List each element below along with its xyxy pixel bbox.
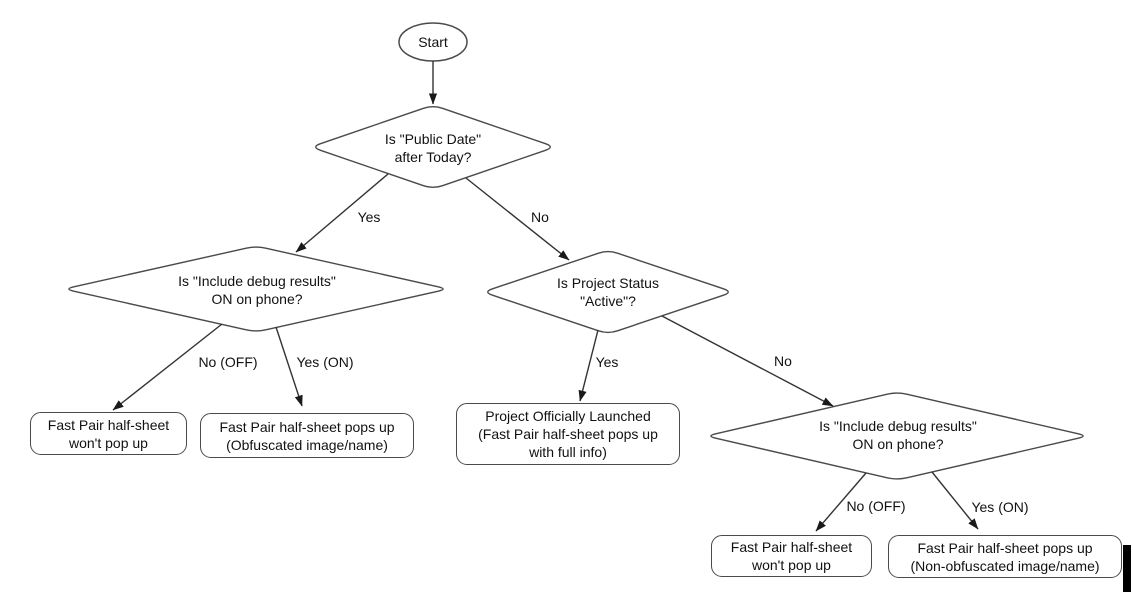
decision-debug-right-label: Is "Include debug results" ON on phone?	[819, 418, 977, 452]
decision-public-date-label: Is "Public Date" after Today?	[384, 131, 482, 165]
outcome-obfuscated: Fast Pair half-sheet pops up (Obfuscated…	[200, 413, 414, 458]
edge-label-no-1: No	[531, 209, 549, 225]
edge-label-yes-on-2: Yes (ON)	[971, 499, 1029, 515]
decision-project-status-label: Is Project Status "Active"?	[557, 275, 659, 309]
outcome-obfuscated-label: Fast Pair half-sheet pops up (Obfuscated…	[219, 418, 395, 453]
outcome-non-obfuscated-label: Fast Pair half-sheet pops up (Non-obfusc…	[910, 539, 1100, 574]
edge-project-status-yes	[578, 329, 599, 402]
edge-public-date-yes	[295, 173, 389, 253]
edge-debug-left-no-off	[112, 323, 223, 411]
decision-project-status-shape	[487, 250, 729, 334]
outcome-launched-label: Project Officially Launched (Fast Pair h…	[478, 408, 658, 460]
outcome-no-popup-left-label: Fast Pair half-sheet won't pop up	[47, 416, 170, 451]
decision-debug-left-label: Is "Include debug results" ON on phone?	[178, 273, 336, 307]
edge-label-yes-on-1: Yes (ON)	[296, 354, 354, 370]
start-node-label: Start	[418, 34, 448, 50]
edge-project-status-no	[661, 315, 834, 407]
outcome-non-obfuscated: Fast Pair half-sheet pops up (Non-obfusc…	[888, 535, 1122, 578]
edge-debug-left-yes-on	[275, 326, 303, 407]
edge-debug-right-yes-on	[931, 471, 979, 530]
outcome-launched: Project Officially Launched (Fast Pair h…	[456, 403, 680, 465]
edge-label-no-off-2: No (OFF)	[846, 498, 906, 514]
edge-label-no-off-1: No (OFF)	[198, 354, 258, 370]
edge-debug-right-no-off	[815, 472, 867, 532]
edge-label-yes-1: Yes	[357, 209, 381, 225]
decision-debug-left-shape	[68, 246, 444, 332]
decision-public-date-shape	[315, 105, 551, 189]
decision-debug-right-shape	[710, 392, 1084, 480]
edge-label-no-2: No	[774, 353, 792, 369]
outcome-no-popup-left: Fast Pair half-sheet won't pop up	[30, 412, 187, 455]
edge-label-yes-2: Yes	[595, 354, 619, 370]
outcome-no-popup-right-label: Fast Pair half-sheet won't pop up	[730, 539, 853, 573]
outcome-no-popup-right: Fast Pair half-sheet won't pop up	[711, 535, 872, 577]
text-cursor-artifact	[1123, 545, 1131, 592]
edge-public-date-no	[465, 177, 570, 261]
